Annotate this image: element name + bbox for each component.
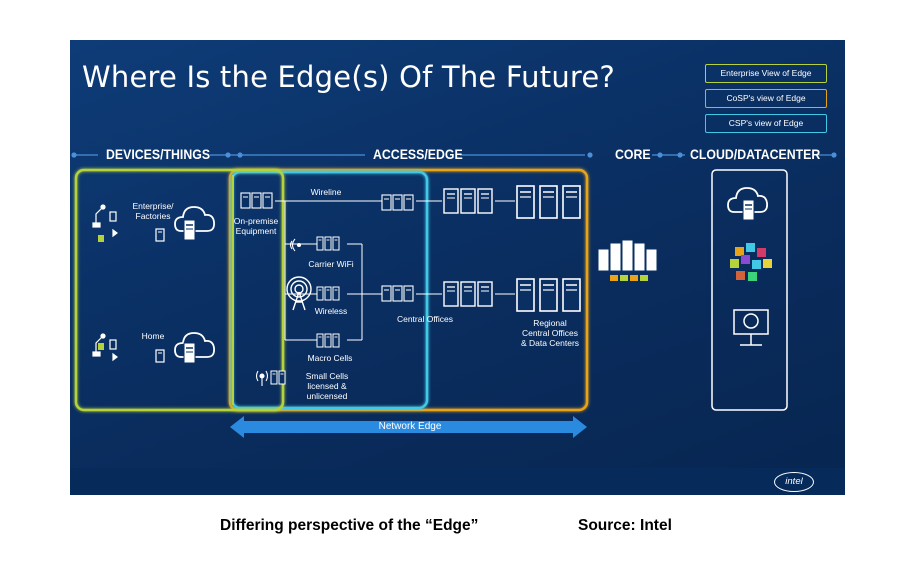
intel-logo: intel [774, 472, 814, 492]
legend-csp-view: CSP's view of Edge [705, 114, 827, 133]
cosp-central-office-racks-bottom [443, 281, 493, 307]
cosp-view-box [228, 168, 589, 412]
on-premise-racks [240, 192, 273, 209]
label-enterprise: Enterprise/ Factories [132, 201, 174, 221]
core-servers-icon [597, 239, 658, 281]
regional-data-center-racks-top [516, 185, 581, 219]
label-on-premise: On-premise Equipment [233, 216, 279, 236]
wifi-signal-icon [289, 238, 302, 252]
apps-icon [730, 243, 772, 281]
section-label-core: CORE [615, 146, 651, 162]
cell-tower-icon [286, 276, 312, 311]
central-office-racks [381, 285, 414, 302]
slide: Where Is the Edge(s) Of The Future? Ente… [70, 40, 845, 495]
cosp-central-office-racks-top [443, 188, 493, 214]
carrier-wifi-racks [316, 236, 340, 251]
section-label-cloud: CLOUD/DATACENTER [690, 146, 821, 162]
cloud-datacenter-box [711, 169, 788, 411]
small-cell-icon [255, 370, 286, 386]
figure-source: Source: Intel [578, 517, 672, 534]
home-devices [92, 333, 118, 362]
slide-title: Where Is the Edge(s) Of The Future? [82, 60, 616, 94]
regional-data-center-racks-bottom [516, 278, 581, 312]
home-pc-icon [155, 349, 165, 363]
wireline-racks [381, 194, 414, 211]
edge-diagram [71, 152, 837, 438]
label-central-offices: Central Offices [396, 314, 454, 324]
enterprise-view-box [74, 168, 285, 412]
label-wireless: Wireless [314, 306, 348, 316]
label-home: Home [141, 331, 165, 341]
enterprise-pc-icon [155, 228, 165, 242]
enterprise-devices [92, 204, 118, 242]
network-edge-arrow [230, 416, 587, 438]
section-label-devices: DEVICES/THINGS [106, 146, 211, 162]
label-carrier-wifi: Carrier WiFi [308, 259, 354, 269]
label-regional: Regional Central Offices & Data Centers [520, 318, 580, 348]
cloud-server-icon [742, 199, 755, 221]
macro-cells-racks [316, 333, 340, 348]
connection-lines [275, 200, 515, 341]
network-edge-label: Network Edge [378, 421, 442, 432]
section-label-access: ACCESS/EDGE [373, 146, 463, 162]
home-server-icon [183, 342, 196, 364]
wireless-racks [316, 286, 340, 301]
section-divider [71, 152, 837, 158]
enterprise-server-icon [183, 219, 196, 241]
figure-caption: Differing perspective of the “Edge” [220, 517, 479, 534]
label-wireline: Wireline [310, 187, 342, 197]
monitor-analytics-icon [733, 309, 769, 346]
label-macro-cells: Macro Cells [307, 353, 353, 363]
legend-cosp-view: CoSP's view of Edge [705, 89, 827, 108]
label-small-cells: Small Cells licensed & unlicensed [305, 371, 349, 401]
legend-enterprise-view: Enterprise View of Edge [705, 64, 827, 83]
slide-footer [70, 468, 845, 495]
